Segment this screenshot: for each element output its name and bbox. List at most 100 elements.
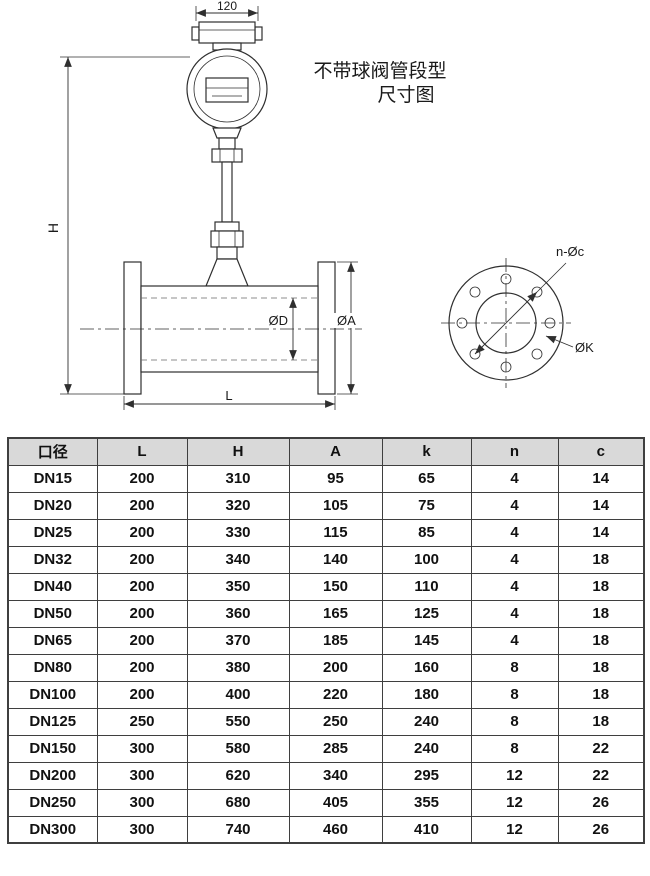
cell: 110 [381,572,472,601]
dim-bore-label: ØD [269,313,289,328]
cell: DN20 [7,491,98,520]
cell: 18 [557,707,645,736]
cell: 12 [470,788,559,817]
cell: 4 [470,464,559,493]
cell: 12 [470,815,559,844]
cell: 355 [381,788,472,817]
cell: DN32 [7,545,98,574]
cell: 240 [381,734,472,763]
cell: 4 [470,626,559,655]
cell: 220 [288,680,383,709]
cell: 14 [557,491,645,520]
cell: 22 [557,734,645,763]
cell: DN200 [7,761,98,790]
cell: 18 [557,653,645,682]
cell: 350 [186,572,290,601]
cell: 26 [557,815,645,844]
cell: 240 [381,707,472,736]
cell: 620 [186,761,290,790]
cell: 185 [288,626,383,655]
cell: 105 [288,491,383,520]
cell: 4 [470,599,559,628]
cell: 200 [96,464,188,493]
column-header-c: c [557,437,645,466]
cell: 200 [96,491,188,520]
cell: 125 [381,599,472,628]
cell: 8 [470,707,559,736]
cell: 380 [186,653,290,682]
cell: 680 [186,788,290,817]
drawing-title: 不带球阀管段型 尺寸图 [313,60,446,106]
cell: 180 [381,680,472,709]
dimension-drawing: 120 [45,0,594,410]
cell: 14 [557,464,645,493]
cell: 4 [470,545,559,574]
cell: 580 [186,734,290,763]
cell: 200 [96,545,188,574]
dim-bore: ØD [269,298,297,360]
cell: DN250 [7,788,98,817]
cell: 340 [186,545,290,574]
cell: 200 [96,653,188,682]
cell: 295 [381,761,472,790]
cell: 75 [381,491,472,520]
cell: 460 [288,815,383,844]
cell: 310 [186,464,290,493]
cell: 18 [557,680,645,709]
dim-height-label: H [45,223,61,233]
cell: 340 [288,761,383,790]
cell: 285 [288,734,383,763]
cell: 300 [96,734,188,763]
drawing-title-line2: 尺寸图 [377,84,434,106]
cell: 14 [557,518,645,547]
cell: 85 [381,518,472,547]
cell: 95 [288,464,383,493]
cell: 100 [381,545,472,574]
pipe-body [80,261,362,395]
cell: 12 [470,761,559,790]
cell: 250 [96,707,188,736]
bolt-circle-label: ØK [575,340,594,355]
cell: 8 [470,734,559,763]
cell: 250 [288,707,383,736]
cell: 4 [470,572,559,601]
cell: 26 [557,788,645,817]
cell: 200 [96,518,188,547]
drawing-title-line1: 不带球阀管段型 [313,60,446,82]
cell: 410 [381,815,472,844]
cell: 65 [381,464,472,493]
cell: 200 [96,626,188,655]
cell: 550 [186,707,290,736]
dim-top-width-label: 120 [217,0,237,13]
column-header-H: H [186,437,290,466]
cell: 200 [96,680,188,709]
cell: 370 [186,626,290,655]
cell: 200 [288,653,383,682]
cell: 330 [186,518,290,547]
cell: 200 [96,599,188,628]
cell: 740 [186,815,290,844]
cell: DN80 [7,653,98,682]
cell: 8 [470,680,559,709]
cell: DN300 [7,815,98,844]
column-header-L: L [96,437,188,466]
flange-face-view: n-Øc ØK [441,244,594,388]
cell: 300 [96,761,188,790]
cell: 300 [96,815,188,844]
transmitter-head [186,21,268,287]
